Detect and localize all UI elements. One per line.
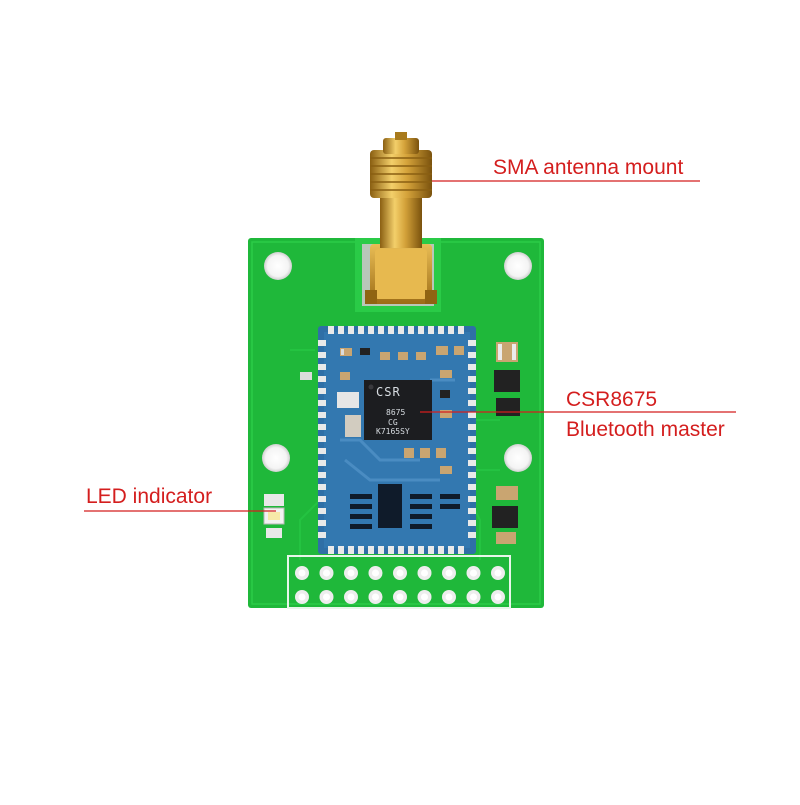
smd-components [300, 342, 520, 544]
header-pin-hole [445, 593, 453, 601]
header-pin-hole [396, 569, 404, 577]
chip-function-label: Bluetooth master [566, 418, 725, 441]
header-pin-hole [298, 593, 306, 601]
pin-header-outline [287, 555, 511, 609]
header-pin-hole [470, 569, 477, 577]
header-pin-hole [372, 593, 379, 601]
mounting-hole [504, 252, 532, 280]
led-indicator [263, 494, 285, 538]
header-pin-hole [323, 569, 330, 577]
header-pin-hole [470, 593, 477, 601]
chip-brand: CSR [376, 385, 401, 399]
sma-antenna-connector [355, 132, 441, 312]
header-pin-hole [445, 569, 453, 577]
header-pin-hole [421, 593, 428, 601]
sma-antenna-label: SMA antenna mount [493, 156, 684, 179]
header-pin-hole [421, 569, 428, 577]
header-pin-hole [323, 593, 330, 601]
mounting-hole [264, 252, 292, 280]
header-pin-hole [494, 593, 502, 601]
header-pin-hole [347, 569, 355, 577]
chip-part-number: 8675 [386, 408, 406, 417]
chip-grade: CG [388, 418, 398, 427]
header-pin-hole [494, 569, 502, 577]
header-pin-hole [372, 569, 379, 577]
mounting-hole [504, 444, 532, 472]
chip-model-label: CSR8675 [566, 388, 658, 411]
header-pin-hole [396, 593, 404, 601]
header-pin-hole [298, 569, 306, 577]
pin-header [295, 566, 505, 604]
header-pin-hole [347, 593, 355, 601]
mounting-hole [262, 444, 290, 472]
chip-lot-code: K7165SY [376, 427, 410, 436]
led-indicator-label: LED indicator [86, 485, 213, 508]
csr-chip [364, 380, 432, 440]
